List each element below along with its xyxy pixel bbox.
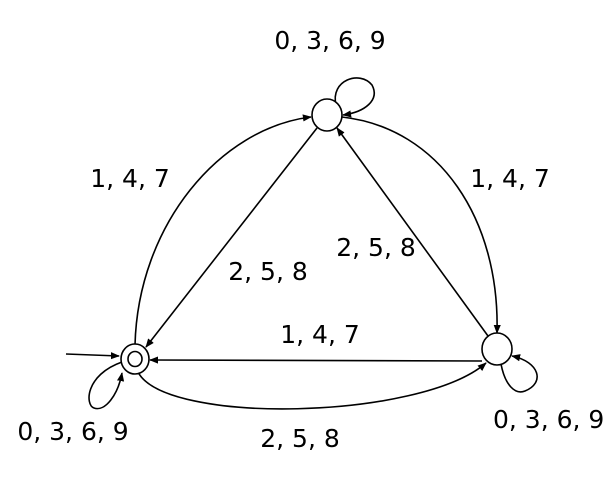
edge-q0-to-q2 [137, 362, 487, 410]
label-q1-to-q2: 1, 4, 7 [470, 164, 550, 193]
state-q0 [120, 343, 150, 375]
edge-q2-to-q0 [149, 356, 483, 364]
label-q0-loop: 0, 3, 6, 9 [17, 417, 128, 446]
label-q2-to-q0: 1, 4, 7 [280, 320, 360, 349]
label-q0-to-q1: 1, 4, 7 [90, 164, 170, 193]
state-q1 [311, 98, 343, 132]
loop-q1 [334, 77, 375, 118]
loop-q2 [500, 354, 538, 393]
state-q2 [481, 332, 513, 366]
label-q1-to-q0: 2, 5, 8 [228, 257, 308, 286]
label-q1-loop: 0, 3, 6, 9 [274, 26, 385, 55]
start-arrow [65, 352, 120, 360]
label-q0-to-q2: 2, 5, 8 [260, 424, 340, 453]
label-q2-to-q1: 2, 5, 8 [336, 233, 416, 262]
edge-q2-to-q1 [336, 127, 489, 337]
edge-q0-to-q1 [134, 114, 312, 346]
label-q2-loop: 0, 3, 6, 9 [493, 405, 604, 434]
loop-q0 [88, 361, 125, 410]
edge-q1-to-q0 [145, 127, 318, 348]
edge-q1-to-q2 [341, 116, 501, 334]
